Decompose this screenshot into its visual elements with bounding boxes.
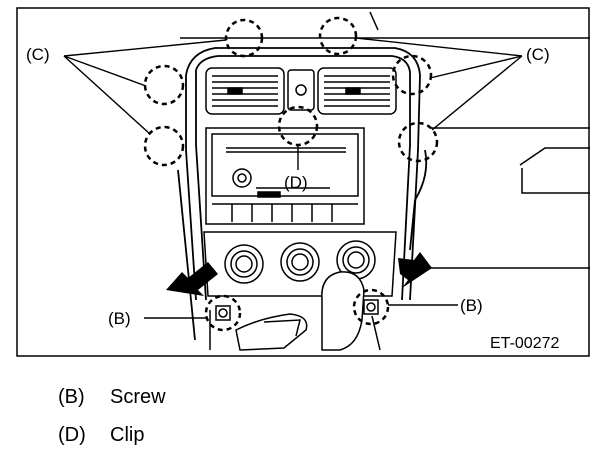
clip-circle — [143, 125, 185, 167]
audio-unit — [205, 127, 365, 225]
clip-circle — [277, 105, 319, 147]
callout-b-left: (B) — [108, 309, 131, 328]
clip-circle — [318, 16, 358, 56]
legend-key: (D) — [58, 424, 86, 446]
legend-text: Screw — [110, 386, 166, 408]
callout-c-right: (C) — [526, 45, 550, 64]
screw-circle — [352, 288, 390, 326]
arrow-right-icon — [398, 252, 432, 288]
figure-frame — [16, 7, 590, 357]
clip-circle — [391, 54, 433, 96]
screw-circle — [204, 294, 242, 332]
legend-row-clip: (D) Clip — [58, 424, 144, 447]
callout-b-right: (B) — [460, 296, 483, 315]
clip-circle — [224, 18, 264, 58]
leader-lines — [63, 37, 523, 319]
screw-right — [363, 299, 379, 315]
hazard-switch — [287, 69, 315, 111]
legend-key: (B) — [58, 386, 85, 408]
console-bezel — [177, 47, 428, 341]
clip-circle — [143, 64, 185, 106]
legend-row-screw: (B) Screw — [58, 386, 166, 409]
left-air-vent — [205, 67, 285, 115]
right-air-vent — [317, 67, 397, 115]
figure-code: ET-00272 — [490, 335, 559, 352]
climate-panel — [203, 231, 397, 297]
arrow-left-icon — [166, 262, 218, 296]
callout-d: (D) — [284, 173, 308, 192]
legend-text: Clip — [110, 424, 145, 446]
clip-circle — [397, 121, 439, 163]
shifter-area — [209, 271, 381, 351]
screw-left — [215, 305, 231, 321]
dashboard-outline — [180, 11, 590, 269]
callout-c-left: (C) — [26, 45, 50, 64]
